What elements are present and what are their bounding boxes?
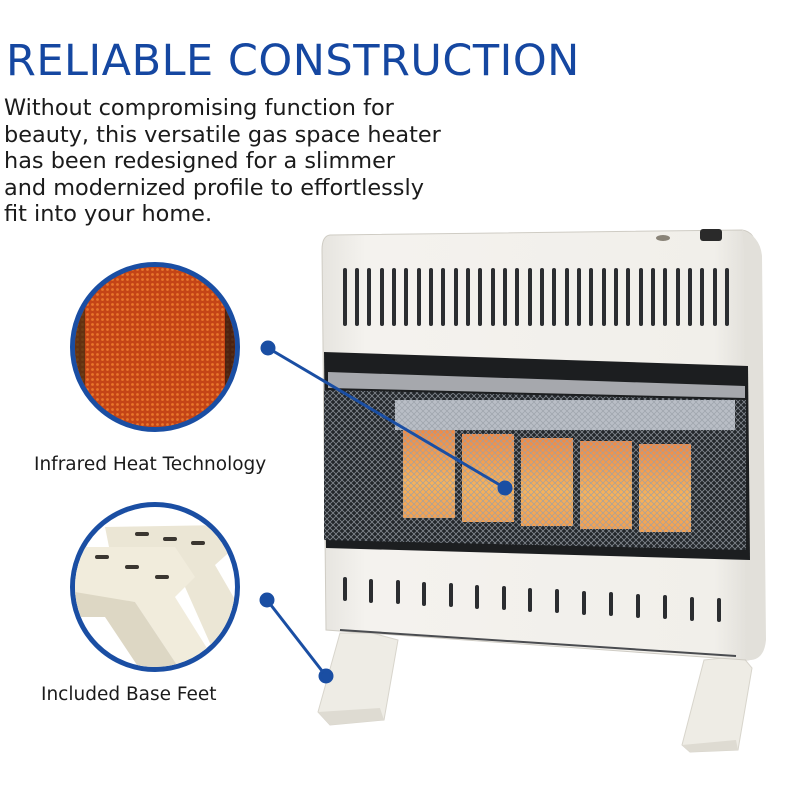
description-line: and modernized profile to effortlessly xyxy=(4,174,424,201)
description-line: has been redesigned for a slimmer xyxy=(4,148,396,174)
base-feet-closeup-icon xyxy=(75,525,235,667)
page-title: RELIABLE CONSTRUCTION xyxy=(6,36,580,86)
infrared-closeup-circle xyxy=(70,262,240,432)
description-line: beauty, this versatile gas space heater xyxy=(4,121,441,148)
description-text: Without compromising function for beauty… xyxy=(4,95,441,228)
callout-label-infrared: Infrared Heat Technology xyxy=(34,454,267,475)
base-feet-closeup-circle xyxy=(70,502,240,672)
infrared-panel-closeup-icon xyxy=(75,267,235,427)
heater-feet xyxy=(317,632,753,753)
bottom-vents xyxy=(343,577,721,622)
callout-label-base-feet: Included Base Feet xyxy=(41,684,217,705)
top-vents xyxy=(343,268,729,326)
description-line: Without compromising function for xyxy=(4,95,394,121)
callout-connectors xyxy=(259,340,513,684)
description-line: fit into your home. xyxy=(4,201,213,227)
